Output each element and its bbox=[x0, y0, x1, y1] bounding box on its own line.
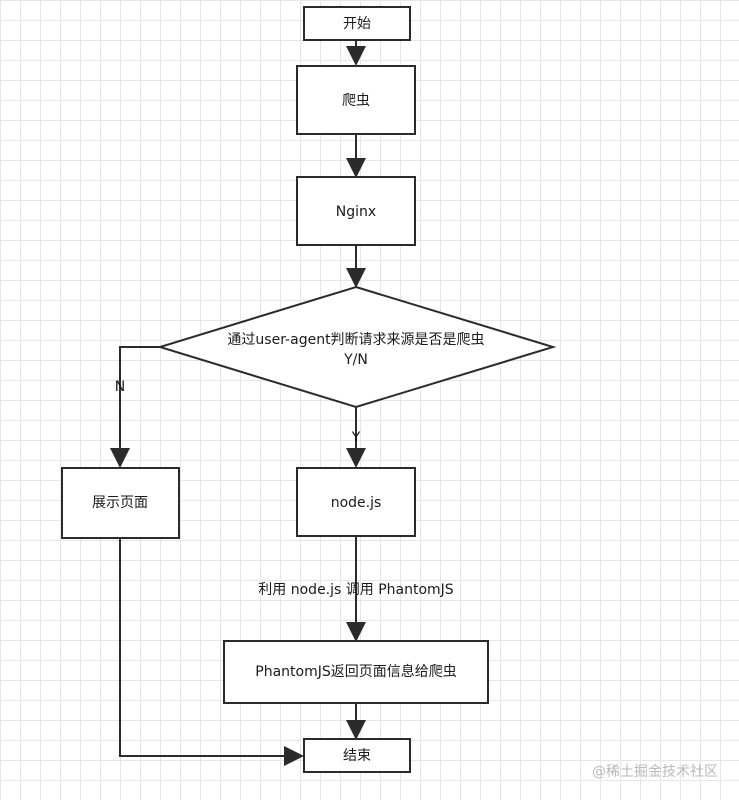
node-decision-label-line2: Y/N bbox=[343, 352, 368, 368]
node-phantom-return-label: PhantomJS返回页面信息给爬虫 bbox=[255, 663, 456, 680]
node-crawler-label: 爬虫 bbox=[342, 93, 370, 109]
node-start: 开始 bbox=[303, 6, 411, 41]
edge-label-no-text: N bbox=[115, 379, 125, 395]
node-show-page-label: 展示页面 bbox=[92, 495, 148, 511]
edge-show-page-to-end bbox=[119, 538, 304, 766]
node-nodejs-label: node.js bbox=[331, 495, 382, 511]
watermark-text: @稀土掘金技术社区 bbox=[592, 764, 718, 780]
node-phantom-return: PhantomJS返回页面信息给爬虫 bbox=[223, 640, 489, 704]
node-decision-label-line1: 通过user-agent判断请求来源是否是爬虫 bbox=[227, 332, 484, 348]
node-nodejs: node.js bbox=[296, 467, 416, 537]
edge-label-yes-text: Y bbox=[351, 430, 361, 446]
node-start-label: 开始 bbox=[343, 16, 371, 32]
node-decision: 通过user-agent判断请求来源是否是爬虫 Y/N bbox=[156, 285, 557, 409]
edge-label-nodejs-to-phantom: 利用 node.js 调用 PhantomJS bbox=[258, 582, 454, 598]
node-end: 结束 bbox=[303, 738, 411, 773]
node-crawler: 爬虫 bbox=[296, 65, 416, 135]
node-end-label: 结束 bbox=[343, 748, 371, 764]
edge-label-no: N bbox=[115, 379, 125, 395]
node-show-page: 展示页面 bbox=[61, 467, 180, 539]
edge-label-yes: Y bbox=[351, 430, 361, 446]
node-nginx-label: Nginx bbox=[336, 204, 376, 220]
edge-label-nodejs-to-phantom-text: 利用 node.js 调用 PhantomJS bbox=[258, 582, 454, 598]
node-nginx: Nginx bbox=[296, 176, 416, 246]
edge-decision-to-show-page bbox=[110, 346, 160, 468]
